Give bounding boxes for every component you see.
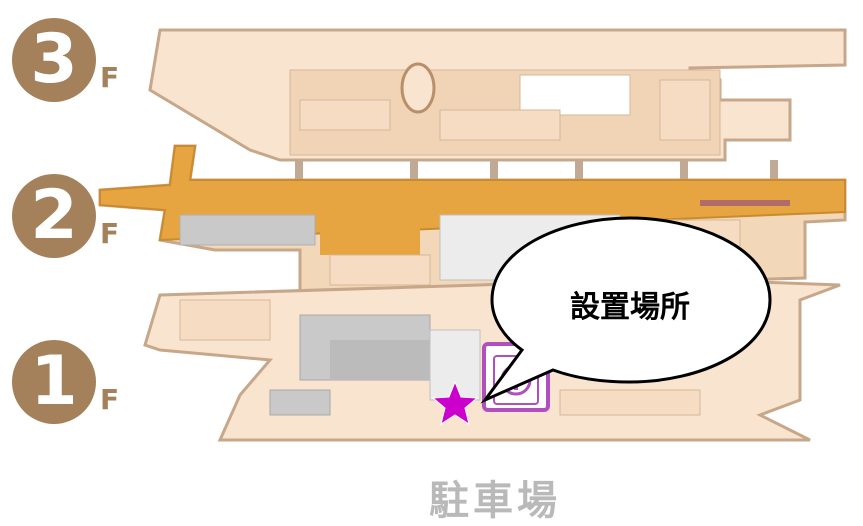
floor-2-suffix: F	[100, 217, 120, 250]
star-icon	[431, 380, 479, 426]
floor-1-suffix: F	[100, 383, 120, 416]
floor-3-plan	[148, 28, 847, 180]
floor-1-number: 1	[12, 340, 96, 424]
callout-label: 設置場所	[570, 290, 690, 325]
callout-bubble	[480, 216, 772, 404]
floor-3-suffix: F	[100, 61, 120, 94]
floor-3-number: 3	[12, 18, 96, 102]
parking-label: 駐車場	[429, 478, 561, 524]
floor-2-number: 2	[12, 174, 96, 258]
